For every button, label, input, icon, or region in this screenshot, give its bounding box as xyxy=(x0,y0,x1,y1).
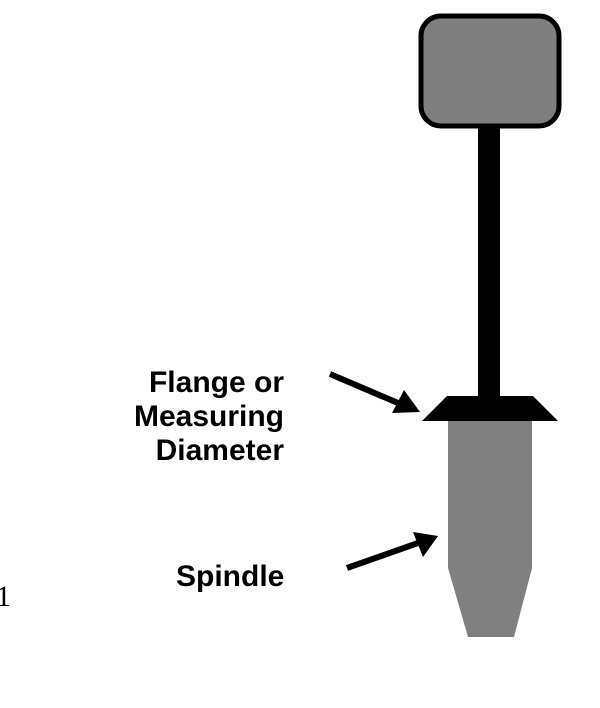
flange-label-line-1: Flange or xyxy=(148,366,284,399)
stray-character: 1 xyxy=(0,580,11,613)
flange-label: Flange or Measuring Diameter xyxy=(134,366,284,468)
spindle-body xyxy=(448,418,532,637)
flange-arrow xyxy=(328,371,420,413)
flange-label-line-2: Measuring xyxy=(133,400,284,433)
spindle-arrow xyxy=(346,532,438,571)
flange xyxy=(422,396,558,421)
shaft xyxy=(478,126,500,402)
flange-label-line-3: Diameter xyxy=(155,434,284,467)
spindle-label: Spindle xyxy=(176,560,285,593)
handle-knob xyxy=(418,13,562,129)
